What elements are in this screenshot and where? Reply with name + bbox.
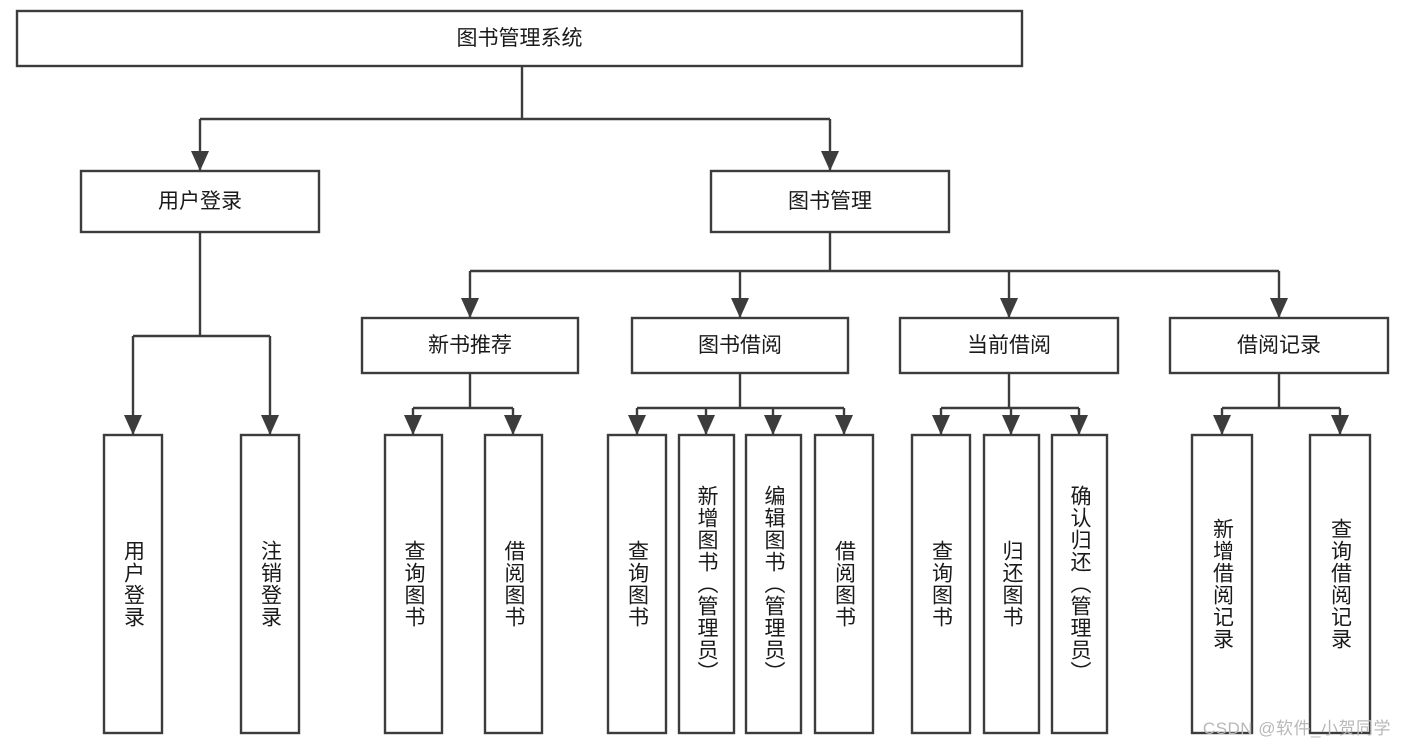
node-label-level2-0: 用户登录 xyxy=(158,190,242,213)
node-box-leaf-12[interactable] xyxy=(1308,433,1372,735)
arrow-group-2-to-leaf-0 xyxy=(932,415,950,435)
node-box-leaf-5[interactable] xyxy=(677,433,736,735)
arrow-root-to-level2-0 xyxy=(191,151,209,171)
arrow-mgmt-to-level3-3 xyxy=(1270,298,1288,318)
arrow-group-2-to-leaf-2 xyxy=(1070,415,1088,435)
arrow-group-3-to-leaf-0 xyxy=(1213,415,1231,435)
node-box-leaf-9[interactable] xyxy=(982,433,1041,735)
node-box-leaf-3[interactable] xyxy=(483,433,544,735)
node-boxes-layer xyxy=(15,9,1390,735)
watermark-text: CSDN @软件_小贺同学 xyxy=(1202,719,1391,738)
arrow-group-1-to-leaf-0 xyxy=(628,415,646,435)
connectors-layer xyxy=(124,66,1349,435)
arrow-group-3-to-leaf-1 xyxy=(1331,415,1349,435)
arrow-mgmt-to-level3-1 xyxy=(731,298,749,318)
node-label-level3-0: 新书推荐 xyxy=(428,334,512,357)
node-box-level3-0[interactable] xyxy=(360,316,580,375)
arrow-login-to-leaf-1 xyxy=(261,415,279,435)
node-label-level3-3: 借阅记录 xyxy=(1237,334,1321,357)
node-box-level2-1[interactable] xyxy=(709,169,951,234)
node-box-level3-3[interactable] xyxy=(1168,316,1390,375)
arrow-mgmt-to-level3-0 xyxy=(461,298,479,318)
node-box-leaf-7[interactable] xyxy=(813,433,875,735)
node-box-level2-0[interactable] xyxy=(79,169,321,234)
arrow-group-0-to-leaf-1 xyxy=(504,415,522,435)
node-box-level3-1[interactable] xyxy=(630,316,850,375)
arrow-mgmt-to-level3-2 xyxy=(1000,298,1018,318)
node-box-level3-2[interactable] xyxy=(898,316,1120,375)
node-label-root: 图书管理系统 xyxy=(457,27,583,50)
arrow-group-1-to-leaf-1 xyxy=(697,415,715,435)
node-box-leaf-11[interactable] xyxy=(1190,433,1254,735)
arrow-group-1-to-leaf-2 xyxy=(764,415,782,435)
arrow-root-to-level2-1 xyxy=(821,151,839,171)
node-box-leaf-1[interactable] xyxy=(239,433,301,735)
arrow-group-1-to-leaf-3 xyxy=(835,415,853,435)
node-label-level2-1: 图书管理 xyxy=(788,190,872,213)
node-label-level3-2: 当前借阅 xyxy=(967,334,1051,357)
node-box-leaf-2[interactable] xyxy=(383,433,444,735)
arrow-login-to-leaf-0 xyxy=(124,415,142,435)
arrow-group-0-to-leaf-0 xyxy=(404,415,422,435)
arrow-group-2-to-leaf-1 xyxy=(1002,415,1020,435)
node-box-leaf-6[interactable] xyxy=(744,433,803,735)
node-box-root[interactable] xyxy=(15,9,1024,68)
node-box-leaf-10[interactable] xyxy=(1050,433,1109,735)
node-box-leaf-8[interactable] xyxy=(910,433,972,735)
node-box-leaf-0[interactable] xyxy=(102,433,164,735)
node-label-level3-1: 图书借阅 xyxy=(698,334,782,357)
node-box-leaf-4[interactable] xyxy=(606,433,668,735)
